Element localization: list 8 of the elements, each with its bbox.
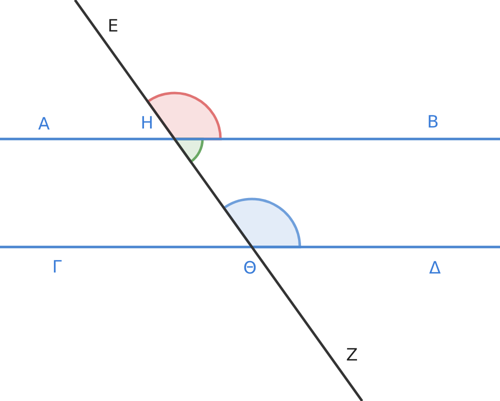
point-label: Η <box>140 116 154 132</box>
point-label: Β <box>427 114 439 132</box>
point-label: Ε <box>108 18 118 36</box>
point-label: Ζ <box>346 348 358 364</box>
point-label: Γ <box>52 260 62 276</box>
point-label: Θ <box>243 260 257 278</box>
point-label: Δ <box>429 260 441 278</box>
point-label: Α <box>38 116 50 134</box>
